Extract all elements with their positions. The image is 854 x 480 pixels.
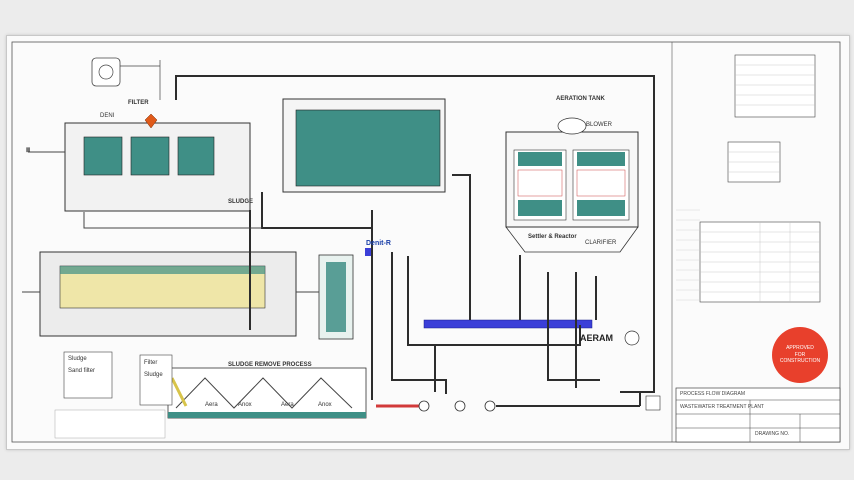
reactor-label: AERAM <box>580 333 613 343</box>
title-block-line2: WASTEWATER TREATMENT PLANT <box>680 404 764 410</box>
small-box <box>645 395 661 411</box>
wave-tank <box>167 367 367 419</box>
mixer-symbol <box>624 330 640 346</box>
thin-pipe <box>83 212 262 229</box>
left-module-label: DENI <box>100 113 115 119</box>
wave-inlet <box>170 377 188 407</box>
settler-hopper <box>505 226 639 253</box>
pump-3 <box>484 400 496 412</box>
blower-label: BLOWER <box>586 122 613 128</box>
legend-label-4: Sludge <box>144 372 163 378</box>
red-valve-symbol <box>144 113 158 129</box>
wave-line <box>175 377 353 409</box>
wave-label-4: Anox <box>318 402 332 408</box>
tank-left-label: Ⅲ <box>26 148 31 154</box>
title-block-line3: DRAWING NO. <box>755 431 790 437</box>
wave-tank-base <box>168 412 366 418</box>
instrument-dial <box>98 64 114 80</box>
filter-label: FILTER <box>128 100 149 106</box>
note-box <box>54 409 166 439</box>
long-tank-top-media <box>60 266 265 274</box>
settler-label: Settler & Reactor <box>528 234 577 240</box>
wave-label-3: Aera <box>281 402 294 408</box>
module-2 <box>130 136 170 176</box>
wave-label-2: Anox <box>238 402 252 408</box>
clarifier-label: CLARIFIER <box>585 240 617 246</box>
legend-label-3: Filter <box>144 360 158 366</box>
pump-1 <box>418 400 430 412</box>
nitrif-label: Denit-R <box>366 240 391 247</box>
aeration-grid <box>295 109 441 187</box>
wave-label-1: Aera <box>205 402 218 408</box>
legend-box-2 <box>139 354 173 406</box>
legend-box-1 <box>63 351 113 399</box>
pipe-label: SLUDGE <box>228 199 254 205</box>
waste-label: SLUDGE REMOVE PROCESS <box>228 362 312 368</box>
title-block <box>675 387 841 443</box>
aeration-tank-title: AERATION TANK <box>556 96 605 102</box>
legend-label-1: Sludge <box>68 356 87 362</box>
drawing-border <box>11 41 841 443</box>
table-top <box>734 54 816 118</box>
module-1 <box>83 136 123 176</box>
pump-2 <box>454 400 466 412</box>
blue-header-pipe <box>423 319 593 329</box>
module-3 <box>177 136 215 176</box>
legend-label-2: Sand filter <box>68 368 96 374</box>
panel-hatch <box>676 209 700 301</box>
blower-symbol <box>557 117 587 135</box>
approval-stamp: APPROVED FOR CONSTRUCTION <box>772 327 828 383</box>
header-connector <box>365 248 373 256</box>
title-block-line1: PROCESS FLOW DIAGRAM <box>680 391 746 397</box>
instrument-box <box>91 57 121 87</box>
